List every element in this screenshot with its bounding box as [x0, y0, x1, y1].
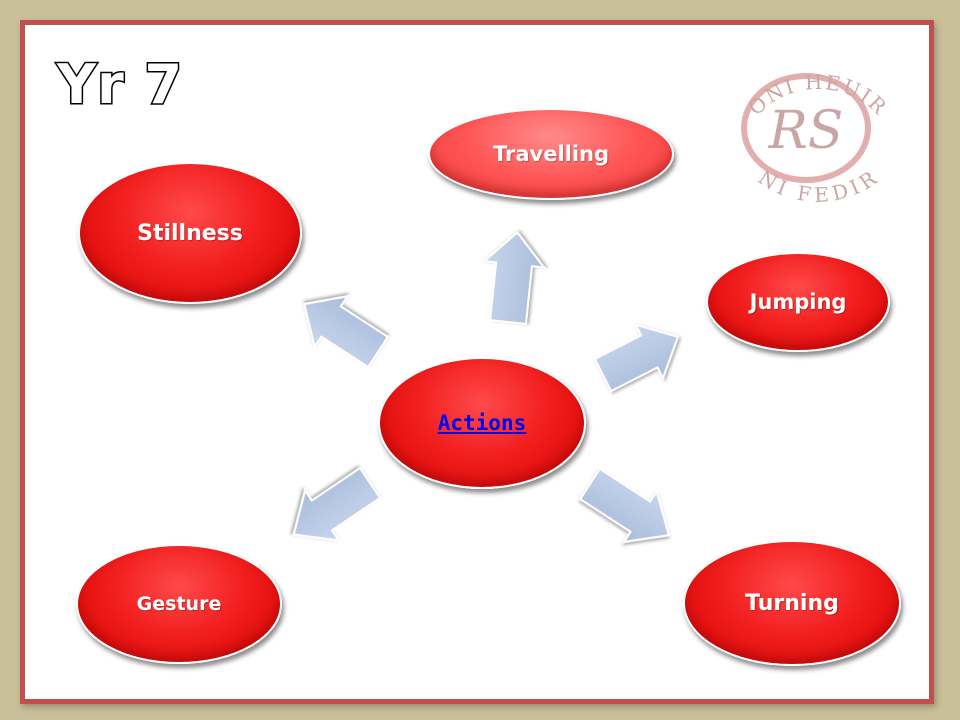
- actions-link[interactable]: Actions: [437, 411, 527, 435]
- arrow-to-jumping: [593, 323, 680, 393]
- node-stillness-label: Stillness: [137, 220, 243, 246]
- node-gesture-label: Gesture: [136, 593, 222, 615]
- node-turning-label: Turning: [745, 590, 839, 616]
- school-crest-logo: ONI HEUIR NI FEDIR RS: [741, 70, 891, 205]
- node-travelling: Travelling: [428, 108, 674, 200]
- arrow-to-stillness: [302, 294, 390, 369]
- node-gesture: Gesture: [76, 544, 282, 664]
- node-jumping: Jumping: [706, 252, 890, 352]
- slide-title: Yr 7: [55, 53, 184, 116]
- node-jumping-label: Jumping: [749, 290, 847, 314]
- node-turning: Turning: [683, 540, 901, 666]
- crest-monogram: RS: [768, 101, 844, 161]
- arrow-to-turning: [578, 467, 671, 544]
- node-stillness: Stillness: [78, 162, 302, 304]
- arrow-to-gesture: [292, 466, 382, 542]
- arrow-to-travelling: [481, 231, 547, 325]
- node-travelling-label: Travelling: [492, 142, 610, 166]
- node-actions-center: Actions: [378, 357, 586, 489]
